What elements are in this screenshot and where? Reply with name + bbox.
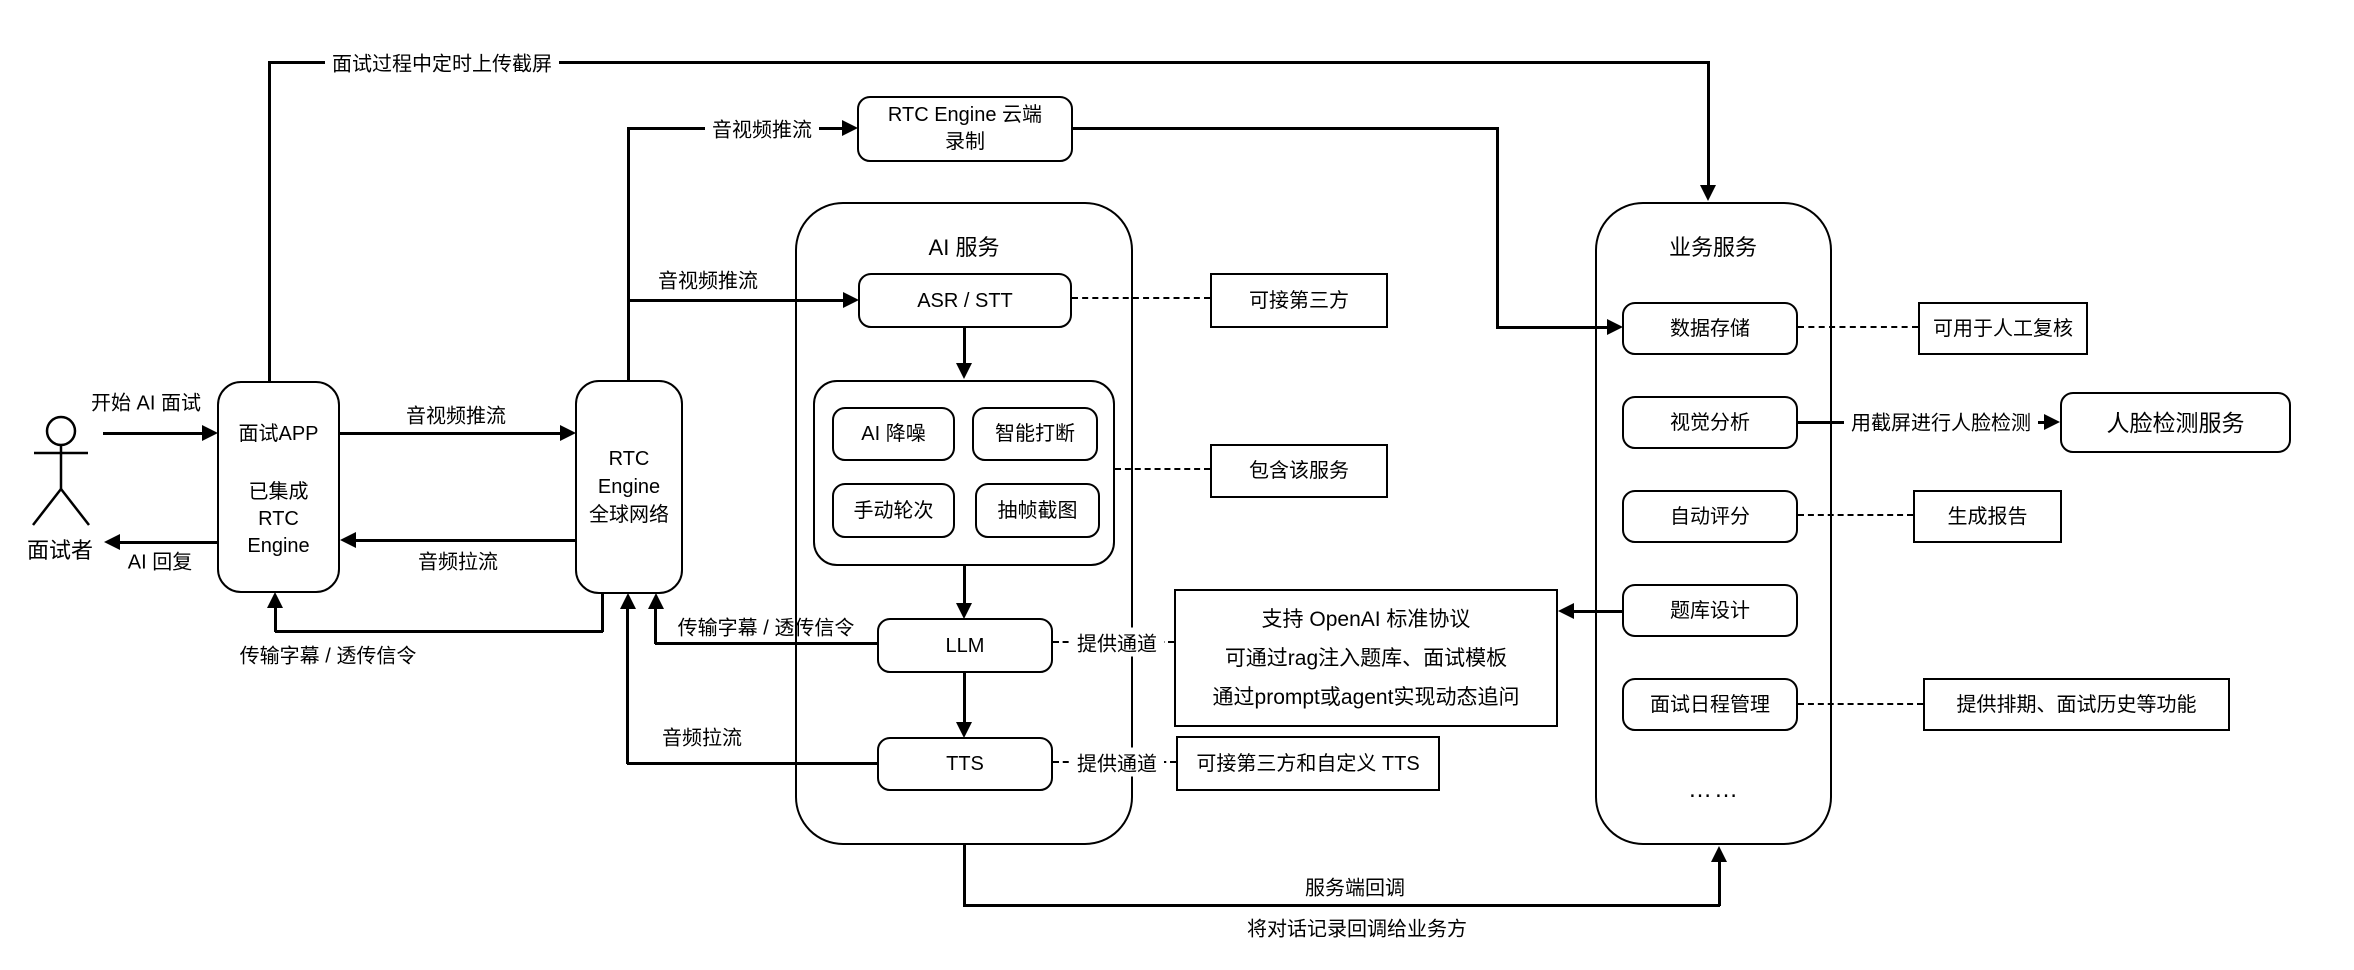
- edge-storage-review-dashed: [1798, 326, 1918, 328]
- edge-server-callback-line: [963, 904, 1720, 907]
- interview-app-sub: 已集成: [248, 481, 309, 503]
- interview-app-title: 面试APP: [238, 423, 319, 445]
- arrowhead-into-llm: [956, 603, 972, 619]
- interviewer-label: 面试者: [26, 538, 94, 563]
- note-contains-service: 包含该服务: [1210, 444, 1388, 498]
- arrowhead-into-business-top: [1700, 185, 1716, 201]
- edge-group-contains-dashed: [1115, 468, 1210, 470]
- edge-score-report-dashed: [1798, 514, 1913, 516]
- node-cloud-record: RTC Engine 云端 录制: [857, 96, 1073, 162]
- edge-asr-thirdparty-dashed: [1072, 297, 1210, 299]
- edge-group-to-llm-line: [963, 565, 966, 604]
- edge-av-push-asr-label: 音视频推流: [658, 270, 758, 293]
- arrowhead-into-rtc-bottom-llm: [648, 593, 664, 609]
- arrowhead-into-app: [202, 425, 218, 441]
- edge-llm-to-tts-line: [963, 672, 966, 723]
- note-schedule-features: 提供排期、面试历史等功能: [1923, 678, 2230, 731]
- edge-start-interview-line: [103, 432, 202, 435]
- arrowhead-into-rtc: [560, 425, 576, 441]
- edge-record-to-storage-line: [1496, 127, 1499, 328]
- edge-audio-pull-tts-line: [626, 607, 629, 764]
- arrowhead-into-asr: [843, 292, 859, 308]
- ai-services-title: AI 服务: [928, 235, 1000, 260]
- node-face-detection-service: 人脸检测服务: [2060, 392, 2291, 453]
- edge-qbank-openai-line: [1574, 610, 1622, 613]
- edge-ai-reply-line: [120, 541, 217, 544]
- arrowhead-into-business-bottom: [1711, 846, 1727, 862]
- edge-face-detect-label: 用截屏进行人脸检测: [1844, 406, 2038, 436]
- edge-audio-pull-app-label: 音频拉流: [418, 551, 498, 574]
- edge-audio-pull-tts-label: 音频拉流: [662, 727, 742, 750]
- edge-screenshot-upload-line: [268, 61, 271, 381]
- note-manual-review: 可用于人工复核: [1918, 302, 2088, 355]
- arrowhead-into-face-service: [2044, 414, 2060, 430]
- arrowhead-into-app-audio: [340, 532, 356, 548]
- edge-provide-channel-tts-label: 提供通道: [1070, 747, 1164, 777]
- edge-audio-pull-tts-line: [627, 762, 877, 765]
- node-rtc-global-network: RTC Engine 全球网络: [575, 380, 683, 594]
- edge-server-callback-label: 服务端回调: [1305, 877, 1405, 900]
- edge-av-push-trunk-line: [627, 127, 630, 381]
- node-manual-turns: 手动轮次: [832, 483, 955, 538]
- arrowhead-into-rtc-bottom-tts: [620, 593, 636, 609]
- edge-subtitle-app-line: [601, 593, 604, 632]
- note-report: 生成报告: [1913, 490, 2062, 543]
- edge-subtitle-llm-line: [655, 642, 877, 645]
- business-services-title: 业务服务: [1668, 235, 1758, 260]
- edge-subtitle-app-label: 传输字幕 / 透传信令: [239, 645, 417, 668]
- edge-av-push-record-label: 音视频推流: [705, 113, 819, 143]
- edge-ai-reply-label: AI 回复: [127, 551, 193, 574]
- edge-screenshot-upload-line: [1707, 61, 1710, 186]
- arrowhead-into-data-storage: [1607, 319, 1623, 335]
- arrowhead-into-app-bottom: [267, 592, 283, 608]
- node-question-bank: 题库设计: [1622, 584, 1798, 637]
- edge-subtitle-app-line: [274, 607, 277, 632]
- edge-schedule-note-dashed: [1798, 703, 1923, 705]
- node-schedule-mgmt: 面试日程管理: [1622, 678, 1798, 731]
- edge-asr-to-group-line: [963, 327, 966, 364]
- edge-av-push-app-line: [340, 432, 560, 435]
- node-interview-app: 面试APP 已集成 RTC Engine: [217, 381, 340, 593]
- arrowhead-into-tts: [956, 722, 972, 738]
- node-visual-analysis: 视觉分析: [1622, 396, 1798, 449]
- node-ai-denoise: AI 降噪: [832, 407, 955, 461]
- node-data-storage: 数据存储: [1622, 302, 1798, 355]
- node-smart-interrupt: 智能打断: [972, 407, 1098, 461]
- arrowhead-into-interviewer: [104, 534, 120, 550]
- note-third-party-asr: 可接第三方: [1210, 273, 1388, 328]
- edge-screenshot-upload-label: 面试过程中定时上传截屏: [325, 47, 559, 77]
- node-auto-scoring: 自动评分: [1622, 490, 1798, 543]
- note-openai-protocol: 支持 OpenAI 标准协议 可通过rag注入题库、面试模板 通过prompt或…: [1174, 589, 1558, 727]
- business-ellipsis: ……: [1688, 776, 1740, 803]
- edge-subtitle-llm-label: 传输字幕 / 透传信令: [677, 617, 855, 640]
- arrowhead-into-openai-note: [1558, 603, 1574, 619]
- edge-start-interview-label: 开始 AI 面试: [90, 392, 202, 415]
- edge-audio-pull-app-line: [356, 539, 575, 542]
- node-asr: ASR / STT: [858, 273, 1072, 328]
- interview-app-sub: RTC: [258, 508, 299, 530]
- edge-screenshot-upload-line: [268, 61, 1709, 64]
- arrowhead-into-cloud-record: [842, 120, 858, 136]
- edge-provide-channel-llm-label: 提供通道: [1070, 627, 1164, 657]
- edge-subtitle-app-line: [275, 630, 603, 633]
- edge-av-push-asr-line: [627, 299, 843, 302]
- edge-server-callback-line: [1718, 861, 1721, 906]
- edge-record-to-storage-line: [1496, 326, 1607, 329]
- edge-av-push-app-label: 音视频推流: [406, 405, 506, 428]
- arrowhead-into-group: [956, 363, 972, 379]
- node-tts: TTS: [877, 737, 1053, 791]
- edge-subtitle-llm-line: [654, 607, 657, 644]
- edge-callback-detail-label: 将对话记录回调给业务方: [1247, 918, 1467, 941]
- edge-record-to-storage-line: [1072, 127, 1498, 130]
- interview-app-sub: Engine: [247, 535, 310, 557]
- node-frame-capture: 抽帧截图: [975, 483, 1100, 538]
- note-custom-tts: 可接第三方和自定义 TTS: [1176, 736, 1440, 791]
- edge-server-callback-line: [963, 845, 966, 906]
- interviewer-figure: [32, 415, 90, 526]
- node-llm: LLM: [877, 618, 1053, 673]
